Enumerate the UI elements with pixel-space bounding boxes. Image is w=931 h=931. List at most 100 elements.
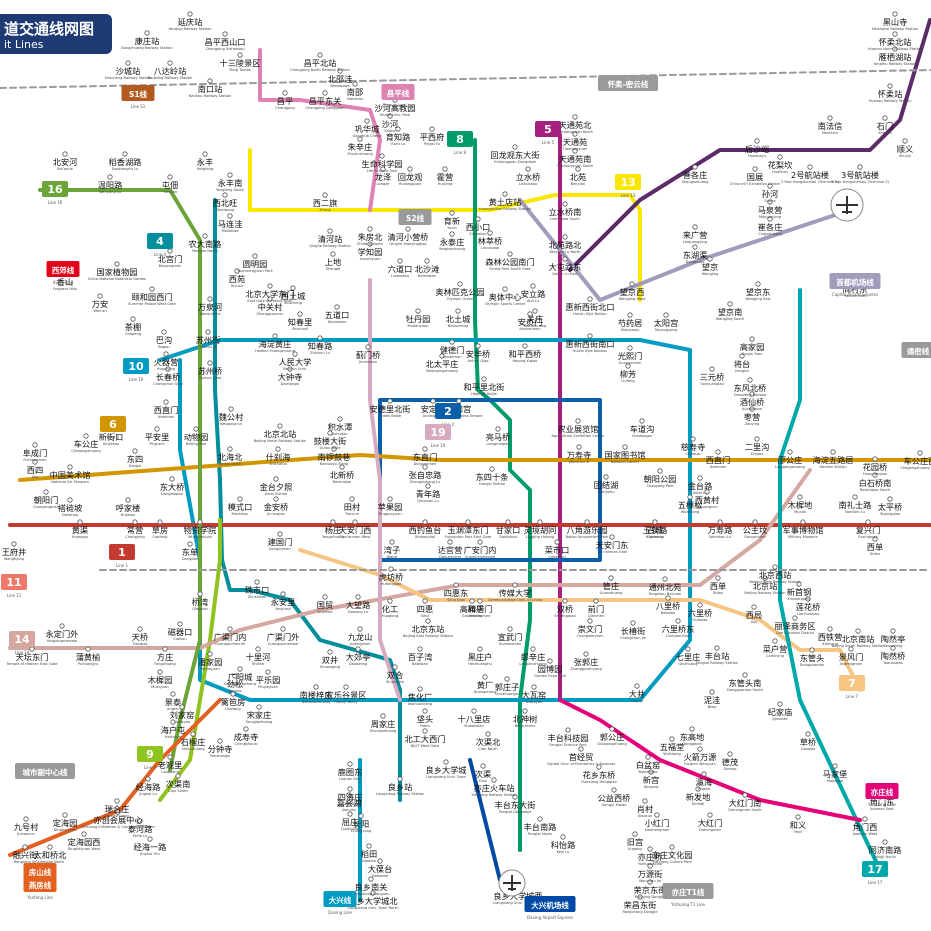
station-dot[interactable] xyxy=(502,286,508,292)
station-dot[interactable] xyxy=(337,416,343,422)
station-dot[interactable] xyxy=(505,519,511,525)
station-dot[interactable] xyxy=(125,60,131,66)
station-dot[interactable] xyxy=(578,746,584,752)
station-dot[interactable] xyxy=(504,676,510,682)
station-dot[interactable] xyxy=(477,598,483,604)
station-dot[interactable] xyxy=(587,618,593,624)
station-dot[interactable] xyxy=(709,689,715,695)
station-dot[interactable] xyxy=(167,754,173,760)
station-dot[interactable] xyxy=(115,809,121,815)
station-dot[interactable] xyxy=(645,754,651,760)
station-dot[interactable] xyxy=(697,746,703,752)
station-dot[interactable] xyxy=(662,576,668,582)
station-dot[interactable] xyxy=(830,449,836,455)
station-dot[interactable] xyxy=(187,11,193,17)
station-dot[interactable] xyxy=(343,684,349,690)
station-dot[interactable] xyxy=(207,296,213,302)
station-dot[interactable] xyxy=(339,464,345,470)
station-dot[interactable] xyxy=(132,519,138,525)
station-dot[interactable] xyxy=(170,719,176,725)
station-dot[interactable] xyxy=(560,834,566,840)
station-dot[interactable] xyxy=(290,285,296,291)
station-dot[interactable] xyxy=(583,651,589,657)
station-dot[interactable] xyxy=(648,769,654,775)
station-dot[interactable] xyxy=(130,316,136,322)
station-dot[interactable] xyxy=(230,691,236,697)
station-dot[interactable] xyxy=(388,566,394,572)
station-dot[interactable] xyxy=(531,684,537,690)
station-dot[interactable] xyxy=(202,151,208,157)
station-dot[interactable] xyxy=(512,582,518,588)
station-dot[interactable] xyxy=(365,344,371,350)
station-dot[interactable] xyxy=(654,812,660,818)
station-dot[interactable] xyxy=(430,398,436,404)
station-dot[interactable] xyxy=(739,353,745,359)
station-dot[interactable] xyxy=(252,253,258,259)
station-dot[interactable] xyxy=(273,476,279,482)
station-dot[interactable] xyxy=(704,489,710,495)
station-dot[interactable] xyxy=(882,115,888,121)
station-dot[interactable] xyxy=(807,164,813,170)
station-dot[interactable] xyxy=(455,308,461,314)
station-dot[interactable] xyxy=(207,360,213,366)
station-dot[interactable] xyxy=(422,519,428,525)
station-dot[interactable] xyxy=(167,174,173,180)
station-dot[interactable] xyxy=(596,764,602,770)
station-dot[interactable] xyxy=(669,844,675,850)
station-dot[interactable] xyxy=(800,519,806,525)
station-dot[interactable] xyxy=(193,426,199,432)
station-dot[interactable] xyxy=(887,496,893,502)
station-dot[interactable] xyxy=(762,575,768,581)
station-label[interactable]: 车公庄西Chegongzhuang West xyxy=(900,456,931,470)
station-dot[interactable] xyxy=(227,446,233,452)
station-dot[interactable] xyxy=(657,468,663,474)
station-dot[interactable] xyxy=(132,448,138,454)
station-dot[interactable] xyxy=(267,296,273,302)
station-dot[interactable] xyxy=(457,281,463,287)
station-dot[interactable] xyxy=(255,646,261,652)
line-badge-l2[interactable]: 2Line 2 xyxy=(435,403,461,427)
station-dot[interactable] xyxy=(627,345,633,351)
